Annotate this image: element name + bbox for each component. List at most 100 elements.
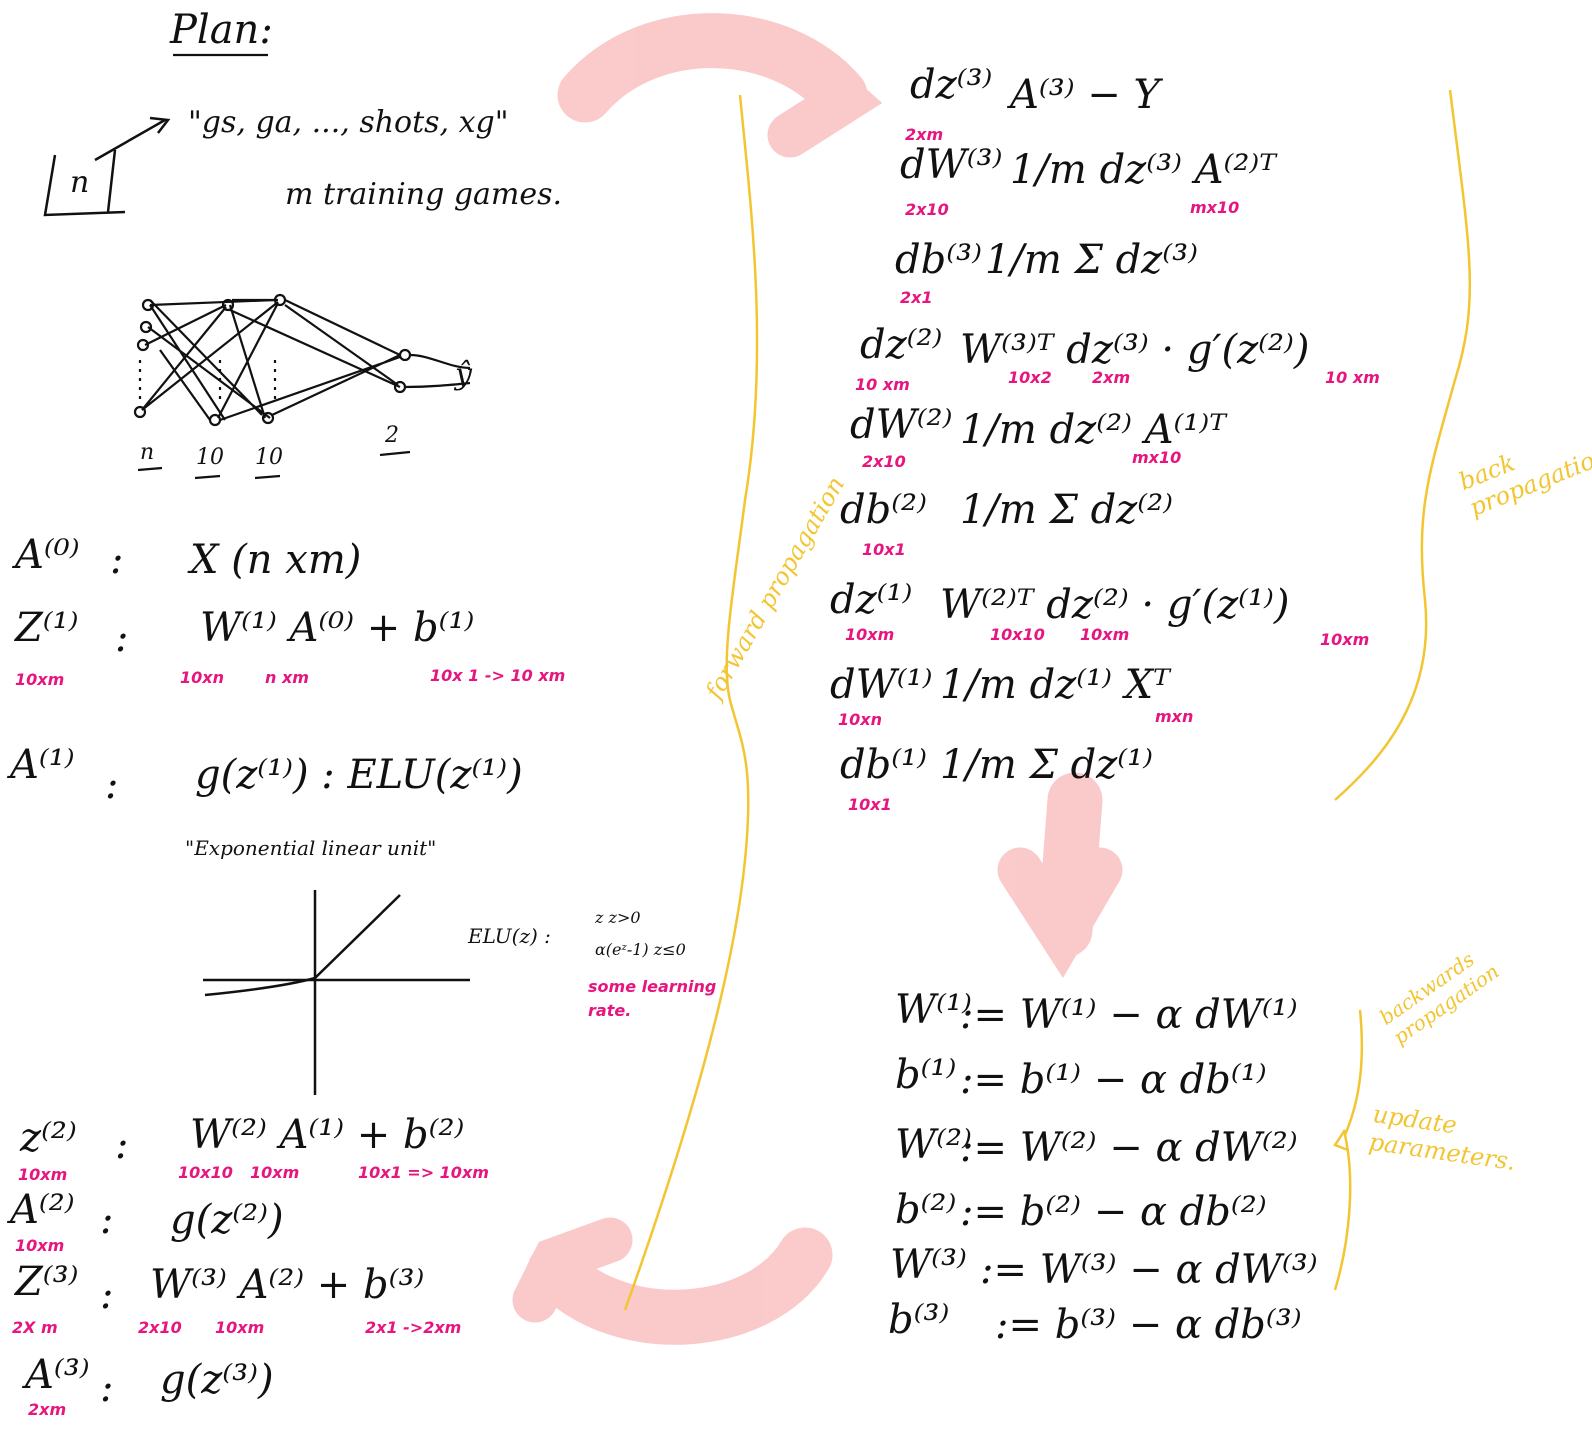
fwd-z3-dim-w: 2x10 [138,1318,182,1337]
upd-w3-rhs: := W⁽³⁾ − α dW⁽³⁾ [980,1247,1318,1293]
fwd-a1-eq: : [105,762,119,808]
bwd-db2-rhs: 1/m Σ dz⁽²⁾ [960,487,1173,533]
elu-note: some learning rate. [588,977,717,1020]
upd-b2-rhs: := b⁽²⁾ − α db⁽²⁾ [960,1189,1267,1235]
bwd-dw1-dim: 10xn [838,710,882,729]
bwd-dw3-dim-a: mx10 [1190,198,1240,217]
bwd-dz2-dim: 10 xm [855,375,910,394]
bwd-dw3-lhs: dW⁽³⁾ [900,142,1003,188]
bwd-dw3-rhs: 1/m dz⁽³⁾ A⁽²⁾ᵀ [1010,147,1277,193]
upd-b1-lhs: b⁽¹⁾ [895,1052,957,1098]
arrow-bottom-head [512,1217,633,1323]
bwd-dz1-rhs: W⁽²⁾ᵀ dz⁽²⁾ · g′(z⁽¹⁾) [940,582,1290,628]
input-size-label: n [70,165,90,200]
bwd-dw2-lhs: dW⁽²⁾ [850,402,953,448]
bwd-db2-dim: 10x1 [862,540,906,559]
upd-b1-rhs: := b⁽¹⁾ − α db⁽¹⁾ [960,1057,1267,1103]
bwd-dz2-dim-w: 10x2 [1008,368,1052,387]
fwd-z1-rhs: W⁽¹⁾ A⁽⁰⁾ + b⁽¹⁾ [200,605,475,651]
bwd-db1-rhs: 1/m Σ dz⁽¹⁾ [940,742,1153,788]
bwd-dz3-rhs: A⁽³⁾ − Y [1010,72,1160,118]
fwd-a0-eq: : [110,537,124,583]
elu-case-2: α(eᶻ-1) z≤0 [595,940,686,959]
bwd-dz3-lhs: dz⁽³⁾ [910,62,993,108]
bwd-db1-dim: 10x1 [848,795,892,814]
input-box [43,116,171,217]
bwd-dw3-dim: 2x10 [905,200,949,219]
underlines [137,53,411,480]
bwd-dz2-dim-dz: 2xm [1092,368,1131,387]
fwd-z3-lhs: Z⁽³⁾ [15,1259,79,1305]
fwd-z2-dim-b: 10x1 => 10xm [358,1163,489,1182]
bwd-dz1-dim-dz: 10xm [1080,625,1130,644]
upd-w2-lhs: W⁽²⁾ [895,1122,972,1168]
fwd-a1-rhs: g(z⁽¹⁾) : ELU(z⁽¹⁾) [195,752,523,798]
braces [623,89,1472,1311]
bwd-dz2-dim-g: 10 xm [1325,368,1380,387]
bwd-dz1-dim-g: 10xm [1320,630,1370,649]
fwd-z1-dim-a: n xm [265,668,309,687]
fwd-a3-lhs: A⁽³⁾ [25,1352,90,1398]
bwd-dz1-lhs: dz⁽¹⁾ [830,577,913,623]
bwd-dw1-rhs: 1/m dz⁽¹⁾ Xᵀ [940,662,1170,708]
upd-b2-lhs: b⁽²⁾ [895,1187,957,1233]
fwd-a2-rhs: g(z⁽²⁾) [170,1197,284,1243]
fwd-z1-eq: : [115,615,129,661]
fwd-z2-dim-a: 10xm [250,1163,300,1182]
fwd-a0-rhs: X (n xm) [190,537,362,583]
layer-size-3: 2 [385,423,399,448]
network-diagram [133,293,471,427]
bwd-dz2-rhs: W⁽³⁾ᵀ dz⁽³⁾ · g′(z⁽²⁾) [960,327,1310,373]
layer-size-2: 10 [255,445,283,470]
fwd-z1-lhs: Z⁽¹⁾ [15,605,79,651]
fwd-z2-dim: 10xm [18,1165,68,1184]
fwd-z2-lhs: z⁽²⁾ [20,1115,77,1161]
fwd-z2-rhs: W⁽²⁾ A⁽¹⁾ + b⁽²⁾ [190,1112,465,1158]
bwd-db3-rhs: 1/m Σ dz⁽³⁾ [985,237,1198,283]
upd-w1-rhs: := W⁽¹⁾ − α dW⁽¹⁾ [960,992,1298,1038]
fwd-z1-dim-w: 10xn [180,668,224,687]
bwd-dw1-lhs: dW⁽¹⁾ [830,662,933,708]
bwd-db1-lhs: db⁽¹⁾ [840,742,927,788]
feature-list: "gs, ga, ..., shots, xg" [188,105,509,140]
bwd-db3-dim: 2x1 [900,288,933,307]
bwd-dz1-dim: 10xm [845,625,895,644]
fwd-a3-dim: 2xm [28,1400,67,1419]
cycle-arrows [512,13,1123,1345]
training-note: m training games. [285,177,563,212]
bwd-dz2-lhs: dz⁽²⁾ [860,322,943,368]
bwd-dw2-rhs: 1/m dz⁽²⁾ A⁽¹⁾ᵀ [960,407,1227,453]
elu-case-1: z z>0 [595,908,641,927]
upd-b3-rhs: := b⁽³⁾ − α db⁽³⁾ [995,1302,1302,1348]
bwd-dw2-dim: 2x10 [862,452,906,471]
upd-w2-rhs: := W⁽²⁾ − α dW⁽²⁾ [960,1125,1298,1171]
bwd-dz1-dim-w: 10x10 [990,625,1045,644]
fwd-a2-dim: 10xm [15,1236,65,1255]
bwd-dw2-dim-a: mx10 [1132,448,1182,467]
elu-def-lhs: ELU(z) : [468,924,551,948]
output-label: ŷ [455,357,472,392]
bwd-db2-lhs: db⁽²⁾ [840,487,927,533]
elu-caption: "Exponential linear unit" [185,836,437,860]
bwd-db3-lhs: db⁽³⁾ [895,237,982,283]
fwd-z1-dim: 10xm [15,670,65,689]
fwd-a2-lhs: A⁽²⁾ [10,1187,75,1233]
layer-size-0: n [140,440,155,465]
arrow-bottom [527,1227,833,1345]
arrow-down-head [997,847,1123,978]
fwd-z1-dim-b: 10x 1 -> 10 xm [430,666,566,685]
bwd-dw1-dim-x: mxn [1155,707,1194,726]
fwd-z3-rhs: W⁽³⁾ A⁽²⁾ + b⁽³⁾ [150,1262,425,1308]
plan-title: Plan: [170,7,273,53]
upd-b3-lhs: b⁽³⁾ [888,1297,950,1343]
upd-w1-lhs: W⁽¹⁾ [895,987,972,1033]
layer-size-1: 10 [196,445,224,470]
fwd-z3-dim-b: 2x1 ->2xm [365,1318,462,1337]
fwd-a3-eq: : [100,1365,114,1411]
fwd-z3-dim: 2X m [12,1318,58,1337]
bwd-dz3-dim: 2xm [905,125,944,144]
arrow-top-head [767,37,883,158]
fwd-a1-lhs: A⁽¹⁾ [10,742,75,788]
fwd-a2-eq: : [100,1197,114,1243]
